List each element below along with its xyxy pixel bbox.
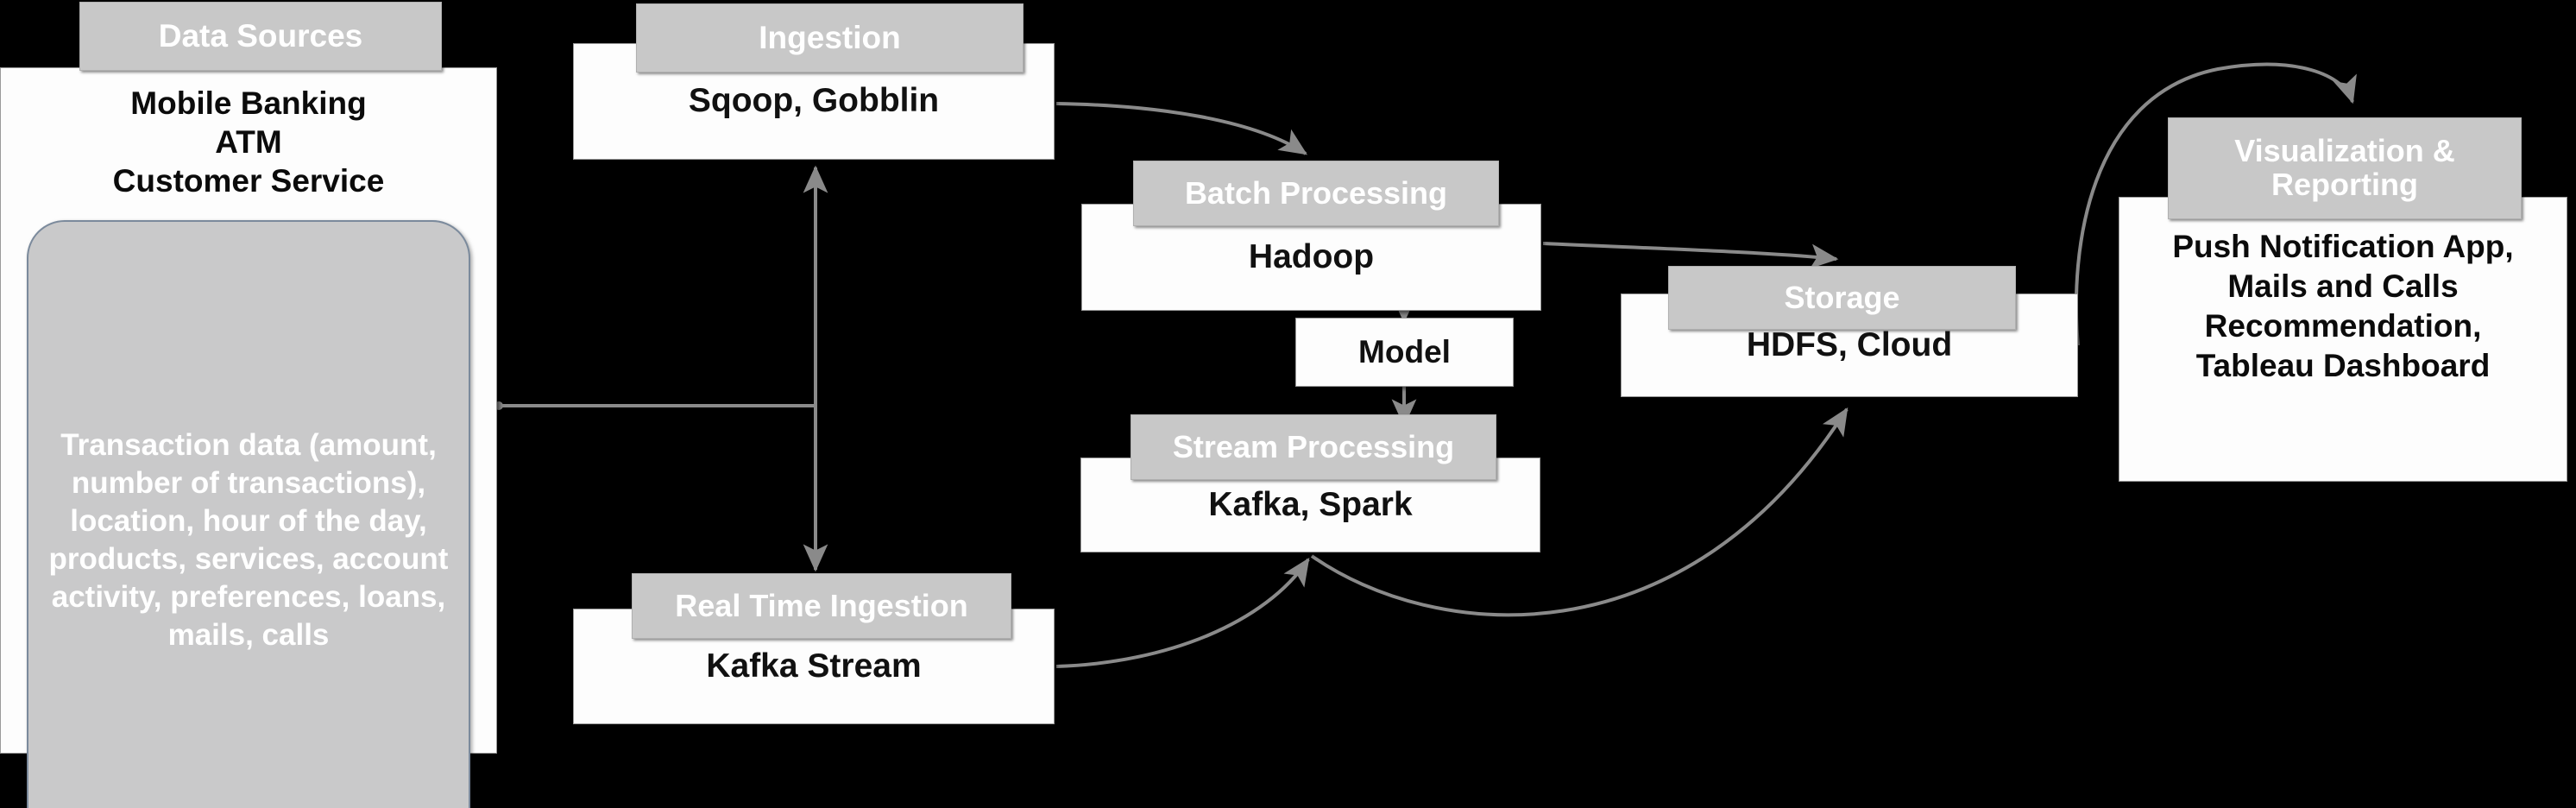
stream-processing-header: Stream Processing [1131,414,1496,480]
model-panel: Model [1295,318,1514,387]
visualization-reporting-panel: Push Notification App, Mails and Calls R… [2119,197,2567,482]
visualization-header-line1: Visualization & [2234,133,2455,169]
transaction-data-chip: Transaction data (amount, number of tran… [27,220,470,808]
data-sources-panel: Mobile Banking ATM Customer Service Tran… [0,67,497,808]
storage-header-label: Storage [1784,279,1900,315]
visualization-reporting-header: Visualization & Reporting [2168,117,2522,219]
data-sources-header: Data Sources [79,2,442,71]
ingestion-header: Ingestion [636,3,1023,73]
storage-header: Storage [1668,266,2016,330]
connector-rti-to-stream [1055,558,1310,668]
storage-tools-label: HDFS, Cloud [1746,325,1953,363]
batch-processing-header: Batch Processing [1133,161,1499,226]
stream-processing-header-label: Stream Processing [1172,428,1455,464]
data-sources-list: Mobile Banking ATM Customer Service [112,85,385,199]
ingestion-header-label: Ingestion [759,20,901,56]
visualization-outputs-list: Push Notification App, Mails and Calls R… [2172,229,2514,383]
batch-processing-header-label: Batch Processing [1184,174,1448,211]
connector-batch-to-storage [1542,242,1839,269]
transaction-data-chip-text: Transaction data (amount, number of tran… [48,427,449,653]
data-sources-header-label: Data Sources [158,18,363,54]
ingestion-tools-label: Sqoop, Gobblin [688,82,940,120]
real-time-ingestion-header: Real Time Ingestion [632,573,1011,639]
connector-ingestion-to-batch [1055,102,1308,155]
stream-processing-tools-label: Kafka, Spark [1208,485,1413,523]
model-label: Model [1358,333,1451,369]
real-time-ingestion-header-label: Real Time Ingestion [675,587,968,623]
batch-processing-tools-label: Hadoop [1248,237,1375,275]
visualization-header-line2: Reporting [2271,167,2418,202]
real-time-ingestion-tools-label: Kafka Stream [706,647,922,685]
